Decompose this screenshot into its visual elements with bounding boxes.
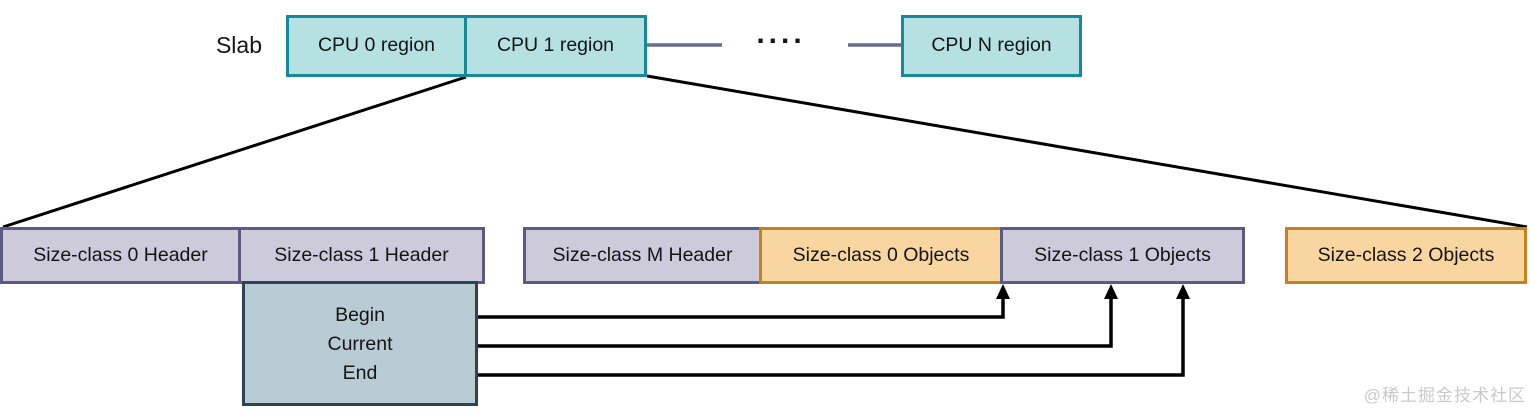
cpu-1-region-box: CPU 1 region — [464, 15, 647, 77]
size-class-header-pointer-box: Begin Current End — [242, 281, 478, 406]
size-class-2-objects-label: Size-class 2 Objects — [1317, 243, 1495, 266]
ellipsis-dots: .... — [756, 17, 806, 50]
cpu-n-region-box: CPU N region — [901, 15, 1082, 77]
size-class-0-objects-box: Size-class 0 Objects — [759, 227, 1003, 284]
size-class-2-objects-box: Size-class 2 Objects — [1285, 227, 1527, 284]
size-class-1-objects-box: Size-class 1 Objects — [1000, 227, 1245, 284]
size-class-0-header-label: Size-class 0 Header — [33, 243, 208, 266]
expand-line-left — [2, 75, 467, 229]
watermark: @稀土掘金技术社区 — [1363, 386, 1526, 405]
begin-arrowhead-icon — [996, 284, 1010, 299]
current-pointer-arrow — [478, 296, 1113, 348]
cpu-1-region-label: CPU 1 region — [496, 34, 615, 57]
size-class-m-header-label: Size-class M Header — [552, 243, 733, 266]
end-pointer-arrow — [478, 296, 1185, 377]
begin-pointer-arrow — [478, 296, 1005, 319]
cpu-0-region-box: CPU 0 region — [286, 15, 467, 77]
current-field: Current — [327, 333, 393, 355]
size-class-1-header-box: Size-class 1 Header — [238, 227, 485, 284]
expand-line-right — [646, 74, 1528, 229]
end-field: End — [342, 362, 378, 384]
size-class-1-objects-label: Size-class 1 Objects — [1034, 243, 1211, 266]
cpu-0-region-label: CPU 0 region — [317, 34, 436, 57]
cpu-n-region-label: CPU N region — [931, 34, 1052, 57]
end-arrowhead-icon — [1176, 284, 1190, 299]
size-class-1-header-label: Size-class 1 Header — [274, 243, 449, 266]
slab-label: Slab — [215, 32, 263, 58]
begin-field: Begin — [335, 304, 385, 326]
current-arrowhead-icon — [1104, 284, 1118, 299]
size-class-0-header-box: Size-class 0 Header — [0, 227, 241, 284]
size-class-0-objects-label: Size-class 0 Objects — [792, 243, 970, 266]
size-class-m-header-box: Size-class M Header — [523, 227, 762, 284]
